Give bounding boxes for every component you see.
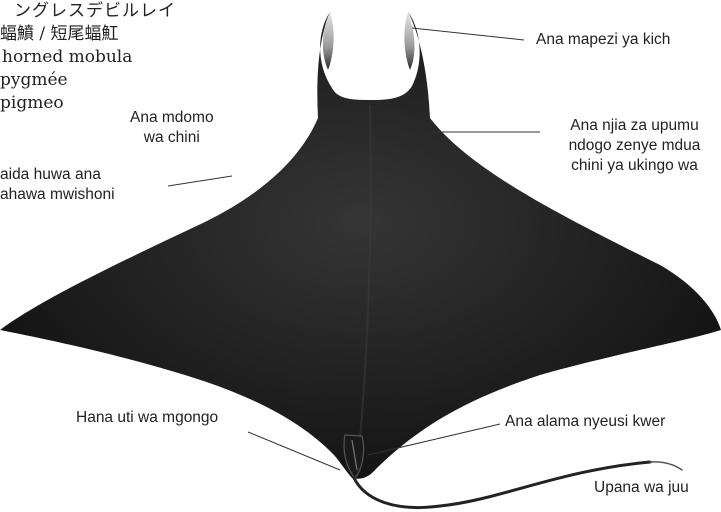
label-gill-slits-line-1: Ana njia za upumu [548, 116, 721, 136]
tail-tip [650, 462, 682, 470]
label-gill-slits-line-3: chini ya ukingo wa [548, 156, 721, 176]
label-no-spine-text: Hana uti wa mgongo [76, 408, 218, 428]
label-gill-slits: Ana njia za upumu ndogo zenye mdua chini… [548, 116, 721, 176]
species-names: ングレスデビルレイ 蝠鱝 / 短尾蝠魟 horned mobula pygmée… [0, 0, 176, 115]
label-tail-tip-line-1: aida huwa ana [0, 165, 115, 185]
label-upper-width: Upana wa juu [594, 478, 689, 498]
label-black-mark-text: Ana alama nyeusi kwer [505, 412, 665, 432]
label-tail-tip: aida huwa ana ahawa mwishoni [0, 165, 115, 205]
label-black-mark: Ana alama nyeusi kwer [505, 412, 665, 432]
species-name-chinese: 蝠鱝 / 短尾蝠魟 [0, 23, 176, 46]
label-lower-mouth-line-1: Ana mdomo [130, 108, 214, 128]
label-lower-mouth-line-2: wa chini [130, 128, 214, 148]
label-lower-mouth: Ana mdomo wa chini [130, 108, 214, 148]
label-head-fins: Ana mapezi ya kich [536, 30, 670, 50]
label-tail-tip-line-2: ahawa mwishoni [0, 185, 115, 205]
label-upper-width-text: Upana wa juu [594, 478, 689, 498]
species-name-english: horned mobula [0, 46, 176, 69]
label-no-spine: Hana uti wa mgongo [76, 408, 218, 428]
species-name-japanese: ングレスデビルレイ [0, 0, 176, 23]
species-name-french: pygmée [0, 69, 176, 92]
label-gill-slits-line-2: ndogo zenye mdua [548, 136, 721, 156]
leader-head-fins [412, 28, 524, 40]
leader-tail-tip [168, 176, 232, 186]
label-head-fins-text: Ana mapezi ya kich [536, 30, 670, 50]
left-head-fin [323, 12, 334, 70]
